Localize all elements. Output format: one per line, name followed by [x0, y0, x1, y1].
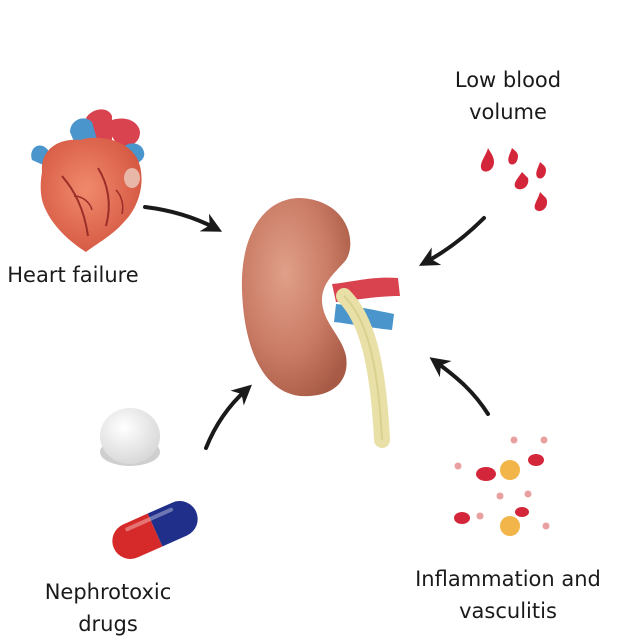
- low-blood-volume-label-line2: volume: [469, 100, 547, 124]
- white-pill-illustration: [100, 408, 160, 466]
- inflammation-dots-illustration: [454, 436, 550, 536]
- kidney-illustration: [241, 198, 400, 448]
- arrow-inflammation-to-kidney: [429, 357, 490, 416]
- blood-drops-illustration: [480, 148, 548, 212]
- arrow-heart-to-kidney: [143, 205, 223, 232]
- arrow-drugs-to-kidney: [204, 384, 252, 450]
- nephrotoxic-drugs-label-line1: Nephrotoxic: [44, 580, 172, 604]
- arrow-blood-to-kidney: [418, 216, 486, 266]
- inflammation-vasculitis-label-line1: Inflammation and: [415, 567, 601, 591]
- capsule-illustration: [112, 501, 198, 559]
- heart-illustration: [31, 109, 145, 252]
- inflammation-vasculitis-label-line2: vasculitis: [459, 599, 557, 623]
- nephrotoxic-drugs-label-line2: drugs: [78, 612, 138, 636]
- heart-failure-label: Heart failure: [7, 263, 139, 287]
- low-blood-volume-label-line1: Low blood: [454, 68, 562, 92]
